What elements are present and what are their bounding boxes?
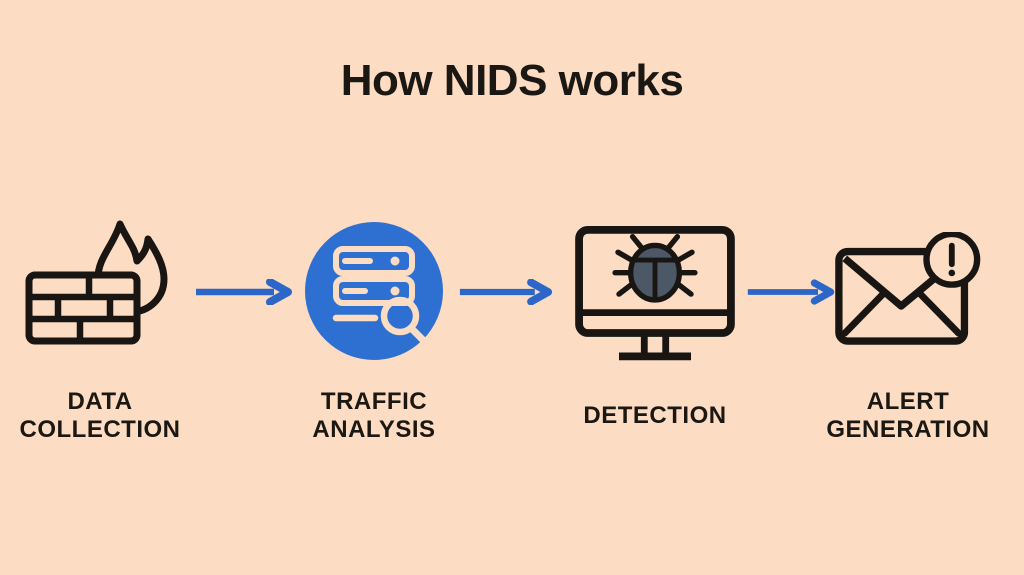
exclamation-dot: [948, 269, 956, 276]
step-label: ALERT GENERATION: [826, 388, 990, 443]
step-icon-box: [556, 212, 754, 378]
arrow-right-icon: [459, 278, 553, 306]
monitor-screen: [575, 225, 735, 337]
step-data-collection: DATA COLLECTION: [2, 212, 198, 454]
server-bar-bottom: [333, 276, 415, 306]
step-icon-box: [276, 212, 472, 378]
envelope-body: [835, 247, 969, 345]
arrow-right-icon: [747, 279, 835, 305]
magnifier-glass: [380, 296, 420, 336]
mail-alert-icon: [835, 231, 981, 345]
connector-2: [458, 278, 554, 310]
step-alert-generation: ALERT GENERATION: [808, 212, 1008, 454]
step-label: TRAFFIC ANALYSIS: [312, 388, 436, 443]
blue-circle-badge: [305, 222, 443, 360]
step-label: DETECTION: [583, 402, 727, 429]
connector-1: [194, 278, 294, 310]
envelope-back-folds: [841, 288, 963, 337]
monitor-stand-neck: [640, 333, 670, 353]
connector-3: [746, 279, 836, 310]
step-detection: DETECTION: [556, 212, 754, 454]
step-traffic-analysis: TRAFFIC ANALYSIS: [276, 212, 472, 454]
page-title: How NIDS works: [340, 56, 684, 105]
server-led-bottom: [390, 286, 400, 296]
server-led-top: [390, 256, 400, 266]
firewall-fire-icon: [25, 220, 168, 345]
brick-lines: [29, 275, 137, 341]
arrow-right-icon: [196, 278, 292, 306]
bug-glyph: [612, 234, 698, 303]
step-icon-box: [808, 212, 1008, 378]
step-label: DATA COLLECTION: [19, 388, 181, 443]
magnifier-handle: [407, 324, 427, 344]
step-icon-box: [2, 212, 198, 378]
server-bar-top: [333, 246, 415, 276]
server-search-icon: [305, 222, 443, 360]
monitor-bug-icon: [575, 225, 735, 361]
